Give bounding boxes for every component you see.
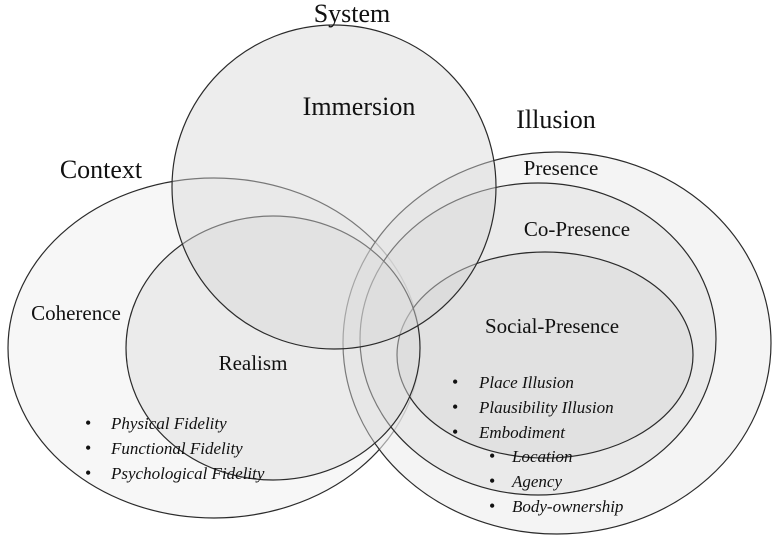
- immersion-circle: [171, 24, 497, 350]
- coherence-label: Coherence: [31, 301, 121, 325]
- social-presence-ellipse: [396, 251, 694, 459]
- bullet: •: [85, 438, 91, 458]
- bullet: •: [85, 463, 91, 483]
- bullet: •: [489, 446, 495, 466]
- presence-label: Presence: [524, 156, 599, 180]
- embodiment-list: • Location • Agency • Body-ownership: [489, 446, 623, 516]
- social-presence-label: Social-Presence: [485, 314, 619, 338]
- bullet: •: [452, 372, 458, 392]
- context-heading: Context: [60, 155, 143, 184]
- embodiment-item-location: Location: [511, 447, 572, 466]
- co-presence-label: Co-Presence: [524, 217, 630, 241]
- system-heading: System: [314, 0, 391, 28]
- embodiment-item-body-ownership: Body-ownership: [512, 497, 623, 516]
- immersion-label: Immersion: [303, 92, 416, 121]
- bullet: •: [489, 496, 495, 516]
- social-item-place: Place Illusion: [478, 373, 574, 392]
- bullet: •: [489, 471, 495, 491]
- social-list: • Place Illusion • Plausibility Illusion…: [452, 372, 614, 442]
- social-item-embodiment: Embodiment: [478, 423, 566, 442]
- bullet: •: [85, 413, 91, 433]
- realism-label: Realism: [219, 351, 288, 375]
- realism-item-functional: Functional Fidelity: [110, 439, 243, 458]
- bullet: •: [452, 397, 458, 417]
- bullet: •: [452, 422, 458, 442]
- realism-item-psychological: Psychological Fidelity: [110, 464, 265, 483]
- social-item-plausibility: Plausibility Illusion: [478, 398, 614, 417]
- realism-item-physical: Physical Fidelity: [110, 414, 227, 433]
- realism-list: • Physical Fidelity • Functional Fidelit…: [85, 413, 265, 483]
- realism-ellipse: [125, 215, 421, 481]
- illusion-heading: Illusion: [516, 105, 595, 134]
- embodiment-item-agency: Agency: [511, 472, 562, 491]
